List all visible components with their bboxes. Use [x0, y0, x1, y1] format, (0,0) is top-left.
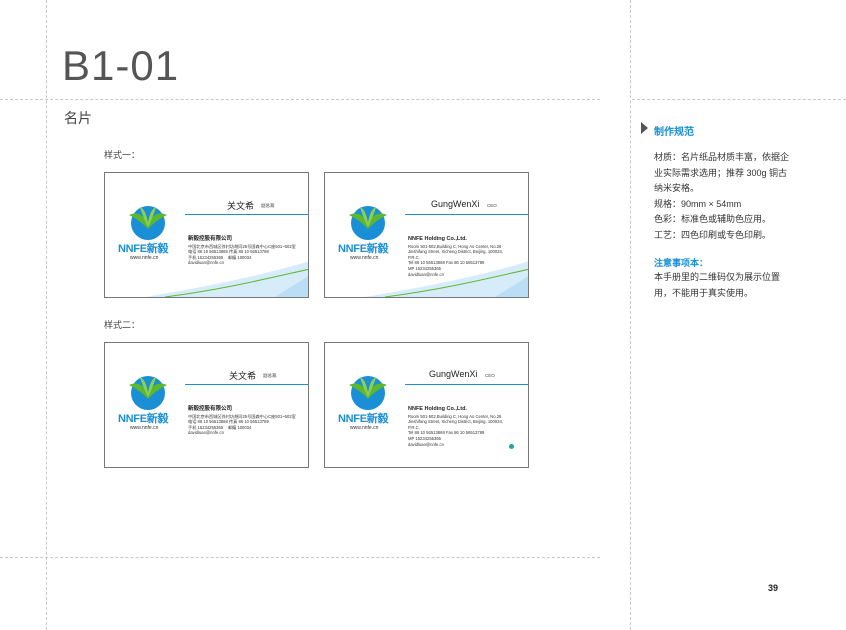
address-line1: Room 501-502,Building C, Hong Ao Center,…: [408, 413, 502, 419]
leaf-logo-icon: [349, 376, 387, 410]
postcode: 邮编 100034: [227, 254, 252, 260]
brand-name: NNFE新毅: [118, 243, 169, 255]
contact-info: 新毅控股有限公司 中国北京市西城区徐村坊胡同25号国森中心C座501~502室 …: [188, 406, 308, 436]
company-name: 新毅控股有限公司: [188, 236, 233, 242]
email: davidluan@nnfe.cn: [188, 430, 224, 436]
person-name: 关文希: [229, 371, 257, 381]
company-name: NNFE Holding Co.,Ltd.: [408, 236, 467, 242]
person-title: CEO: [487, 203, 497, 208]
website: www.nnfe.cn: [350, 255, 379, 261]
page-code: B1-01: [62, 42, 180, 89]
left-guide: [46, 0, 47, 630]
phone: 电话 86 10 56513868 传真 86 10 56513789: [188, 249, 269, 255]
email: davidluan@nnfe.cn: [408, 271, 444, 277]
spec-size: 规格：90mm × 54mm: [654, 198, 742, 209]
divider: [185, 214, 308, 215]
spec-material: 材质：名片纸品材质丰富，依据企业实际需求选用；推荐 300g 铜古纳米安格。: [654, 152, 790, 193]
person-name: GungWenXi: [431, 199, 480, 209]
leaf-logo-icon: [129, 206, 167, 240]
divider: [405, 384, 528, 385]
address-line3: P.R.C.: [408, 424, 420, 430]
email: davidluan@nnfe.cn: [408, 441, 444, 447]
style-two-label: 样式二：: [104, 320, 141, 330]
contact-info: NNFE Holding Co.,Ltd. Room 501-502,Build…: [408, 406, 528, 447]
spec-process: 工艺：四色印刷或专色印刷。: [654, 229, 772, 240]
heading-arrow-icon: [641, 122, 648, 134]
wave-decoration: [365, 261, 528, 297]
spec-color: 色彩：标准色或辅助色应用。: [654, 214, 772, 224]
style-one-label: 样式一：: [104, 150, 141, 160]
mobile: 手机 15234255365: [188, 254, 224, 260]
leaf-logo-icon: [129, 376, 167, 410]
mobile: 手机 15234255365: [188, 424, 224, 430]
company-name: NNFE Holding Co.,Ltd.: [408, 406, 467, 412]
person-title: CEO: [485, 373, 495, 378]
wave-decoration: [145, 261, 308, 297]
address-line1: Room 501-502,Building C, Hong Ao Center,…: [408, 243, 502, 249]
person-name: 关文希: [227, 201, 255, 211]
card-style2-cn: NNFE新毅 www.nnfe.cn 关文希 副总裁 新毅控股有限公司 中国北京…: [104, 342, 309, 468]
website: www.nnfe.cn: [130, 255, 159, 261]
phone: 电话 86 10 56513868 传真 86 10 56513789: [188, 419, 269, 425]
person-title: 副总裁: [261, 203, 275, 208]
address: 中国北京市西城区徐村坊胡同25号国森中心C座501~502室: [188, 243, 296, 249]
leaf-logo-icon: [349, 206, 387, 240]
page-number: 39: [768, 583, 779, 593]
address-line2: Jinshifang Street, Xicheng District, Bei…: [408, 249, 503, 255]
qr-placeholder-dot: [509, 444, 514, 449]
card-style2-en: NNFE新毅 www.nnfe.cn GungWenXi CEO NNFE Ho…: [324, 342, 529, 468]
email: davidluan@nnfe.cn: [188, 260, 224, 266]
website: www.nnfe.cn: [350, 425, 379, 431]
person-name: GungWenXi: [429, 369, 478, 379]
spec-heading: 制作规范: [654, 127, 694, 138]
postcode: 邮编 100034: [227, 424, 252, 430]
phone: Tel 86 10 56513868 Fax 86 10 56513789: [408, 430, 485, 436]
phone: Tel 86 10 56513868 Fax 86 10 56513789: [408, 260, 485, 266]
contact-info: 新毅控股有限公司 中国北京市西城区徐村坊胡同25号国森中心C座501~502室 …: [188, 236, 308, 266]
top-guide-left: [0, 99, 600, 100]
address: 中国北京市西城区徐村坊胡同25号国森中心C座501~502室: [188, 413, 296, 419]
divider: [185, 384, 308, 385]
company-name: 新毅控股有限公司: [188, 406, 233, 412]
person-title: 副总裁: [263, 373, 277, 378]
card-style1-en: NNFE新毅 www.nnfe.cn GungWenXi CEO NNFE Ho…: [324, 172, 529, 298]
card-style1-cn: NNFE新毅 www.nnfe.cn 关文希 副总裁 新毅控股有限公司 中国北京…: [104, 172, 309, 298]
mobile: MP 15234255365: [408, 265, 441, 271]
mobile: MP 15234255365: [408, 435, 441, 441]
brand-name: NNFE新毅: [118, 413, 169, 425]
divider: [405, 214, 528, 215]
section-title: 名片: [64, 110, 92, 126]
brand-name: NNFE新毅: [338, 243, 389, 255]
right-guide: [630, 0, 631, 630]
top-guide-right: [632, 99, 846, 100]
note-text: 本手册里的二维码仅为展示位置用，不能用于真实使用。: [654, 272, 781, 298]
note-heading: 注意事项本：: [654, 258, 709, 268]
brand-name: NNFE新毅: [338, 413, 389, 425]
mobile-postcode: 手机 15234255365 邮编 100034: [188, 255, 308, 261]
website: www.nnfe.cn: [130, 425, 159, 431]
bottom-guide: [0, 557, 600, 558]
mobile-postcode: 手机 15234255365 邮编 100034: [188, 425, 308, 431]
contact-info: NNFE Holding Co.,Ltd. Room 501-502,Build…: [408, 236, 528, 277]
address-line2: Jinshifang Street, Xicheng District, Bei…: [408, 419, 503, 425]
address-line3: P.R.C.: [408, 254, 420, 260]
spec-text: 材质：名片纸品材质丰富，依据企业实际需求选用；推荐 300g 铜古纳米安格。 规…: [654, 150, 794, 243]
